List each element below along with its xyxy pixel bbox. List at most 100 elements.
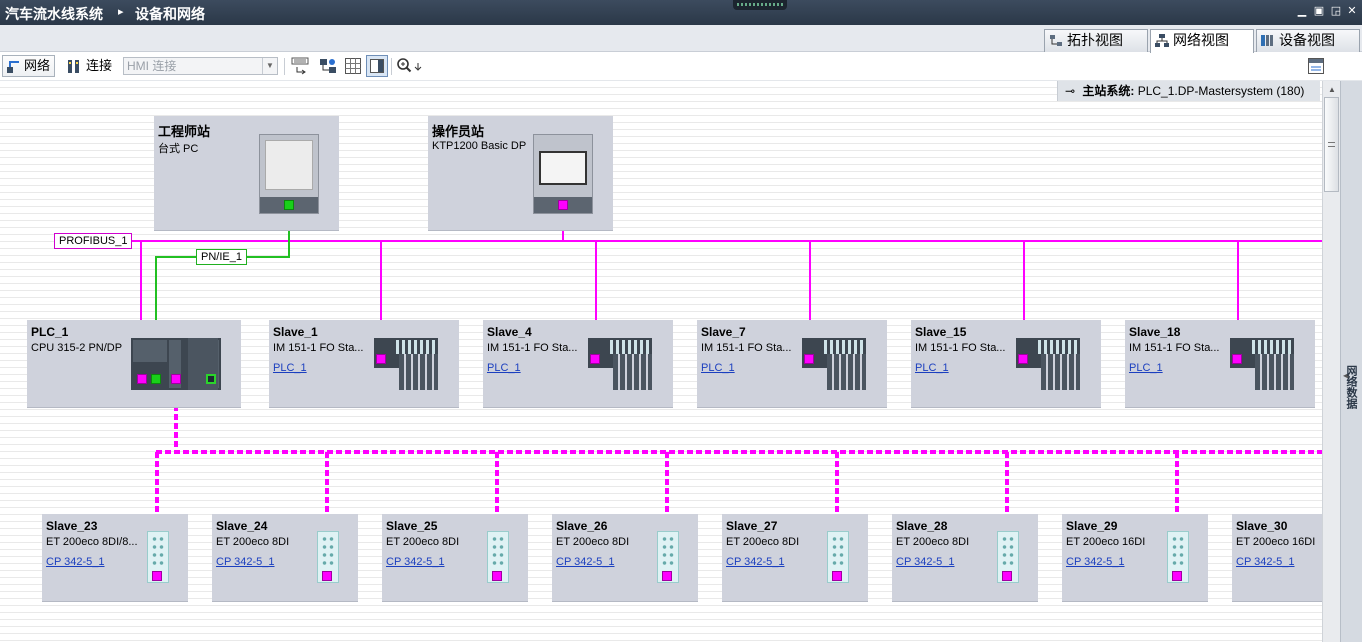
slave-profibus-port[interactable] [376,354,386,364]
pnie-network-label[interactable]: PN/IE_1 [196,249,247,265]
view-tab-strip: 拓扑视图 网络视图 设备视图 [0,25,1362,53]
connect-mode-icon [68,60,79,73]
panel-layout-icon[interactable] [1307,57,1325,75]
tab-network-view[interactable]: 网络视图 [1150,29,1254,53]
et200s-modules-image [827,354,866,390]
network-data-tab-label[interactable]: 网络数据 [1345,365,1357,409]
slave-station-slave-29[interactable]: Slave_29 ET 200eco 16DI CP 342-5_1 [1062,514,1208,602]
plc-dp-port[interactable] [137,374,147,384]
slave-profibus-port[interactable] [152,571,162,581]
breadcrumb-project[interactable]: 汽车流水线系统 [5,6,103,22]
slave-master-link[interactable]: CP 342-5_1 [386,556,445,568]
engineering-station-name: 工程师站 [158,124,211,139]
close-icon[interactable]: ✕ [1347,5,1357,17]
et200s-modules-image [613,354,652,390]
tab-device-view[interactable]: 设备视图 [1256,29,1360,52]
slave-profibus-port[interactable] [1002,571,1012,581]
network-data-side-panel[interactable]: ◀ 网络数据 [1340,81,1362,642]
tab-network-label: 网络视图 [1173,32,1229,48]
network-view-icon [1155,34,1169,47]
network-mode-button[interactable]: 网络 [2,55,55,77]
tab-topology-view[interactable]: 拓扑视图 [1044,29,1148,52]
plc-spare-port[interactable] [206,374,216,384]
slave-profibus-port[interactable] [492,571,502,581]
show-address-icon[interactable] [319,57,337,75]
slave-profibus-port[interactable] [804,354,814,364]
engineering-station[interactable]: 工程师站 台式 PC [154,116,339,231]
connection-type-value: HMI 连接 [127,59,177,73]
slave-master-link[interactable]: PLC_1 [1129,362,1163,374]
slave-type: ET 200eco 8DI [386,536,460,548]
restore-icon[interactable]: ▣ [1313,5,1325,17]
collapse-arrow-icon[interactable]: ◀ [1343,371,1350,380]
pin-icon[interactable]: ⊸ [1065,84,1076,98]
slave-profibus-port[interactable] [1232,354,1242,364]
slave-master-link[interactable]: CP 342-5_1 [896,556,955,568]
slave-master-link[interactable]: CP 342-5_1 [216,556,275,568]
plc-1-station[interactable]: PLC_1 CPU 315-2 PN/DP [27,320,241,408]
slave-master-link[interactable]: CP 342-5_1 [46,556,105,568]
slave-station-slave-4[interactable]: Slave_4 IM 151-1 FO Sta... PLC_1 [483,320,673,408]
float-icon[interactable]: ◲ [1330,5,1342,17]
slave-master-link[interactable]: PLC_1 [701,362,735,374]
scroll-thumb[interactable] [1324,97,1339,192]
overview-toggle-button[interactable] [366,55,388,77]
slave-master-link[interactable]: CP 342-5_1 [726,556,785,568]
cp342-dp-port[interactable] [171,374,181,384]
panel-grip-handle[interactable] [733,0,787,10]
chevron-down-icon[interactable]: ▼ [262,58,277,74]
slave-type: ET 200eco 16DI [1066,536,1146,548]
show-names-icon[interactable] [291,57,309,75]
scroll-up-icon[interactable]: ▲ [1328,85,1336,94]
connect-mode-button[interactable]: 连接 [62,55,118,77]
profibus-network-label[interactable]: PROFIBUS_1 [54,233,133,249]
slave-type: ET 200eco 8DI [726,536,800,548]
slave-profibus-port[interactable] [590,354,600,364]
plc-1-type: CPU 315-2 PN/DP [31,342,123,354]
slave-master-link[interactable]: CP 342-5_1 [1066,556,1125,568]
breadcrumb-devices-networks[interactable]: 设备和网络 [135,6,205,22]
slave-type: IM 151-1 FO Sta... [701,342,792,354]
et200eco-image [997,531,1019,583]
slave-type: IM 151-1 FO Sta... [487,342,578,354]
hmi-profibus-port[interactable] [558,200,568,210]
slave-profibus-port[interactable] [1172,571,1182,581]
minimize-icon[interactable]: ▁ [1297,5,1307,17]
slave-profibus-port[interactable] [662,571,672,581]
slave-name: Slave_4 [487,325,532,339]
slave-master-link[interactable]: PLC_1 [487,362,521,374]
slave-name: Slave_27 [726,519,778,533]
zoom-icon[interactable] [396,57,424,75]
slave-master-link[interactable]: PLC_1 [915,362,949,374]
connection-type-select[interactable]: HMI 连接 ▼ [123,57,278,75]
slave-profibus-port[interactable] [322,571,332,581]
slave-profibus-port[interactable] [1018,354,1028,364]
slave-name: Slave_24 [216,519,268,533]
slave-master-link[interactable]: PLC_1 [273,362,307,374]
plc-1-name: PLC_1 [31,325,69,339]
slave-profibus-port[interactable] [832,571,842,581]
vertical-scrollbar[interactable]: ▲ [1322,81,1340,642]
tab-topology-label: 拓扑视图 [1067,32,1123,48]
plc-pn-port[interactable] [151,374,161,384]
pc-ethernet-port[interactable] [284,200,294,210]
slave-name: Slave_29 [1066,519,1118,533]
slave-name: Slave_28 [896,519,948,533]
grid-view-icon[interactable] [344,57,362,75]
toolbar-divider-2 [391,58,392,75]
slave-master-link[interactable]: CP 342-5_1 [556,556,615,568]
slave-name: Slave_30 [1236,519,1288,533]
slave-master-link[interactable]: CP 342-5_1 [1236,556,1295,568]
slave-station-slave-27[interactable]: Slave_27 ET 200eco 8DI CP 342-5_1 [722,514,868,602]
operator-station[interactable]: 操作员站 KTP1200 Basic DP [428,116,613,231]
